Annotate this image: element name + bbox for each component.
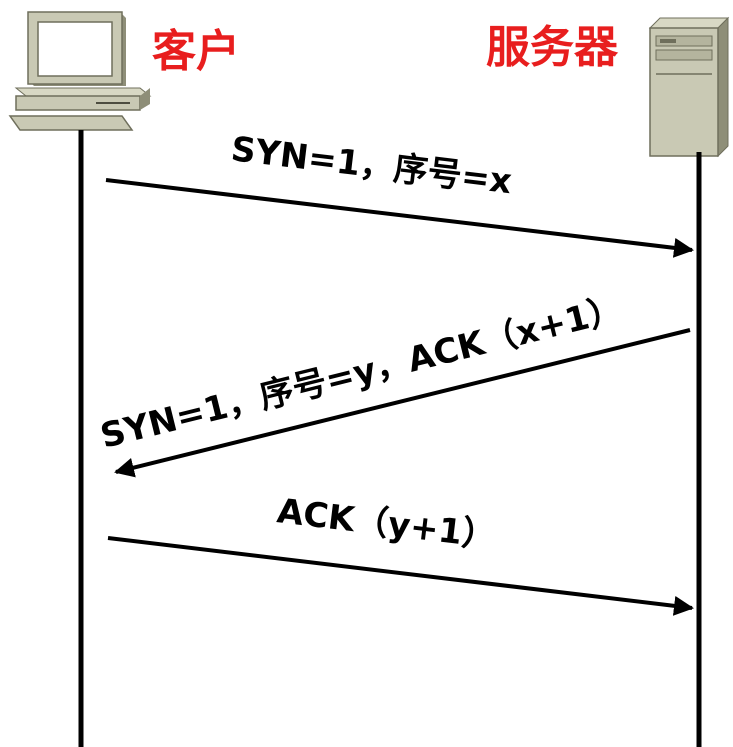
desktop-computer-icon <box>8 11 152 131</box>
server-label: 服务器 <box>486 22 619 73</box>
message-arrow-1 <box>105 178 694 258</box>
message-label-1: SYN=1，序号=x <box>229 129 514 202</box>
message-label-2: SYN=1，序号=y，ACK（x+1） <box>97 289 627 457</box>
message-arrow-2 <box>114 328 691 478</box>
client-label: 客户 <box>152 26 240 77</box>
message-label-3: ACK（y+1） <box>275 491 498 557</box>
message-arrow-3 <box>107 536 694 616</box>
server-tower-icon <box>648 16 730 158</box>
